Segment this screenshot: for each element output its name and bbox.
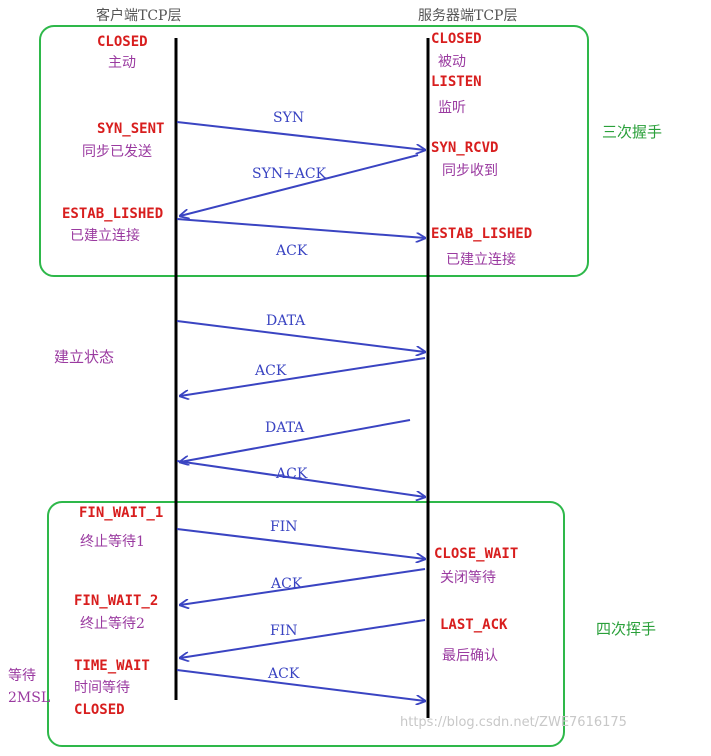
ack-label-5: ACK [267, 666, 300, 682]
ack-label-4: ACK [270, 576, 303, 592]
ack-label-2: ACK [254, 363, 287, 379]
teardown-phase-label: 四次挥手 [596, 620, 656, 638]
ack-arrow-3 [176, 460, 425, 497]
ack-label-3: ACK [275, 466, 308, 482]
message-arrows [176, 121, 426, 701]
server-passive-note: 被动 [438, 54, 466, 70]
server-listen-note: 监听 [438, 100, 466, 116]
client-fin-wait-2-note: 终止等待2 [80, 615, 145, 632]
ack-label-1: ACK [275, 243, 308, 259]
client-closed-state: CLOSED [97, 34, 148, 50]
server-last-ack-note: 最后确认 [442, 648, 498, 664]
watermark: https://blog.csdn.net/ZWE7616175 [400, 715, 627, 730]
syn-arrow [176, 121, 425, 150]
fin-arrow-1 [176, 528, 425, 559]
server-listen-state: LISTEN [431, 74, 482, 90]
client-header: 客户端TCP层 [96, 7, 181, 24]
server-closed-state: CLOSED [431, 31, 482, 47]
syn-label: SYN [273, 110, 304, 126]
data-label-2: DATA [265, 420, 305, 436]
server-syn-rcvd-state: SYN_RCVD [431, 140, 498, 156]
fin-arrow-2 [180, 619, 426, 658]
client-closed-end-state: CLOSED [74, 702, 125, 718]
client-time-wait-note: 时间等待 [74, 679, 130, 696]
data-label-1: DATA [266, 313, 306, 329]
data-arrow-1 [176, 320, 425, 352]
established-phase-label: 建立状态 [54, 348, 114, 366]
server-close-wait-note: 关闭等待 [440, 569, 496, 586]
syn-ack-arrow [180, 154, 419, 216]
ack-arrow-4 [180, 568, 426, 605]
client-syn-sent-state: SYN_SENT [97, 121, 164, 137]
ack-arrow-2 [180, 357, 426, 396]
fin-label-2: FIN [270, 623, 298, 639]
two-msl-label: 2MSL [8, 690, 50, 706]
teardown-box [47, 501, 565, 747]
client-states: CLOSED 主动 SYN_SENT 同步已发送 ESTAB_LISHED 已建… [62, 34, 164, 718]
server-established-state: ESTAB_LISHED [431, 226, 532, 242]
ack-arrow-1 [176, 218, 425, 238]
server-states: CLOSED 被动 LISTEN 监听 SYN_RCVD 同步收到 ESTAB_… [431, 31, 532, 664]
client-syn-sent-note: 同步已发送 [82, 144, 152, 160]
handshake-phase-label: 三次握手 [602, 123, 662, 141]
client-established-state: ESTAB_LISHED [62, 206, 163, 222]
server-established-note: 已建立连接 [446, 251, 516, 268]
syn-ack-label: SYN+ACK [252, 166, 327, 182]
client-fin-wait-1-state: FIN_WAIT_1 [79, 505, 163, 521]
client-fin-wait-2-state: FIN_WAIT_2 [74, 593, 158, 609]
server-last-ack-state: LAST_ACK [440, 617, 508, 633]
client-time-wait-state: TIME_WAIT [74, 658, 150, 674]
client-established-note: 已建立连接 [70, 227, 140, 244]
client-fin-wait-1-note: 终止等待1 [80, 533, 145, 550]
server-header: 服务器端TCP层 [418, 8, 517, 24]
fin-label-1: FIN [270, 519, 298, 535]
data-arrow-2 [180, 419, 411, 462]
server-syn-rcvd-note: 同步收到 [442, 163, 498, 179]
ack-arrow-5 [176, 669, 425, 701]
handshake-box [39, 25, 589, 277]
server-close-wait-state: CLOSE_WAIT [434, 546, 518, 562]
client-active-note: 主动 [108, 55, 136, 71]
wait-label: 等待 [8, 667, 36, 684]
message-labels: SYN SYN+ACK ACK DATA ACK DATA ACK FIN AC… [252, 110, 327, 682]
